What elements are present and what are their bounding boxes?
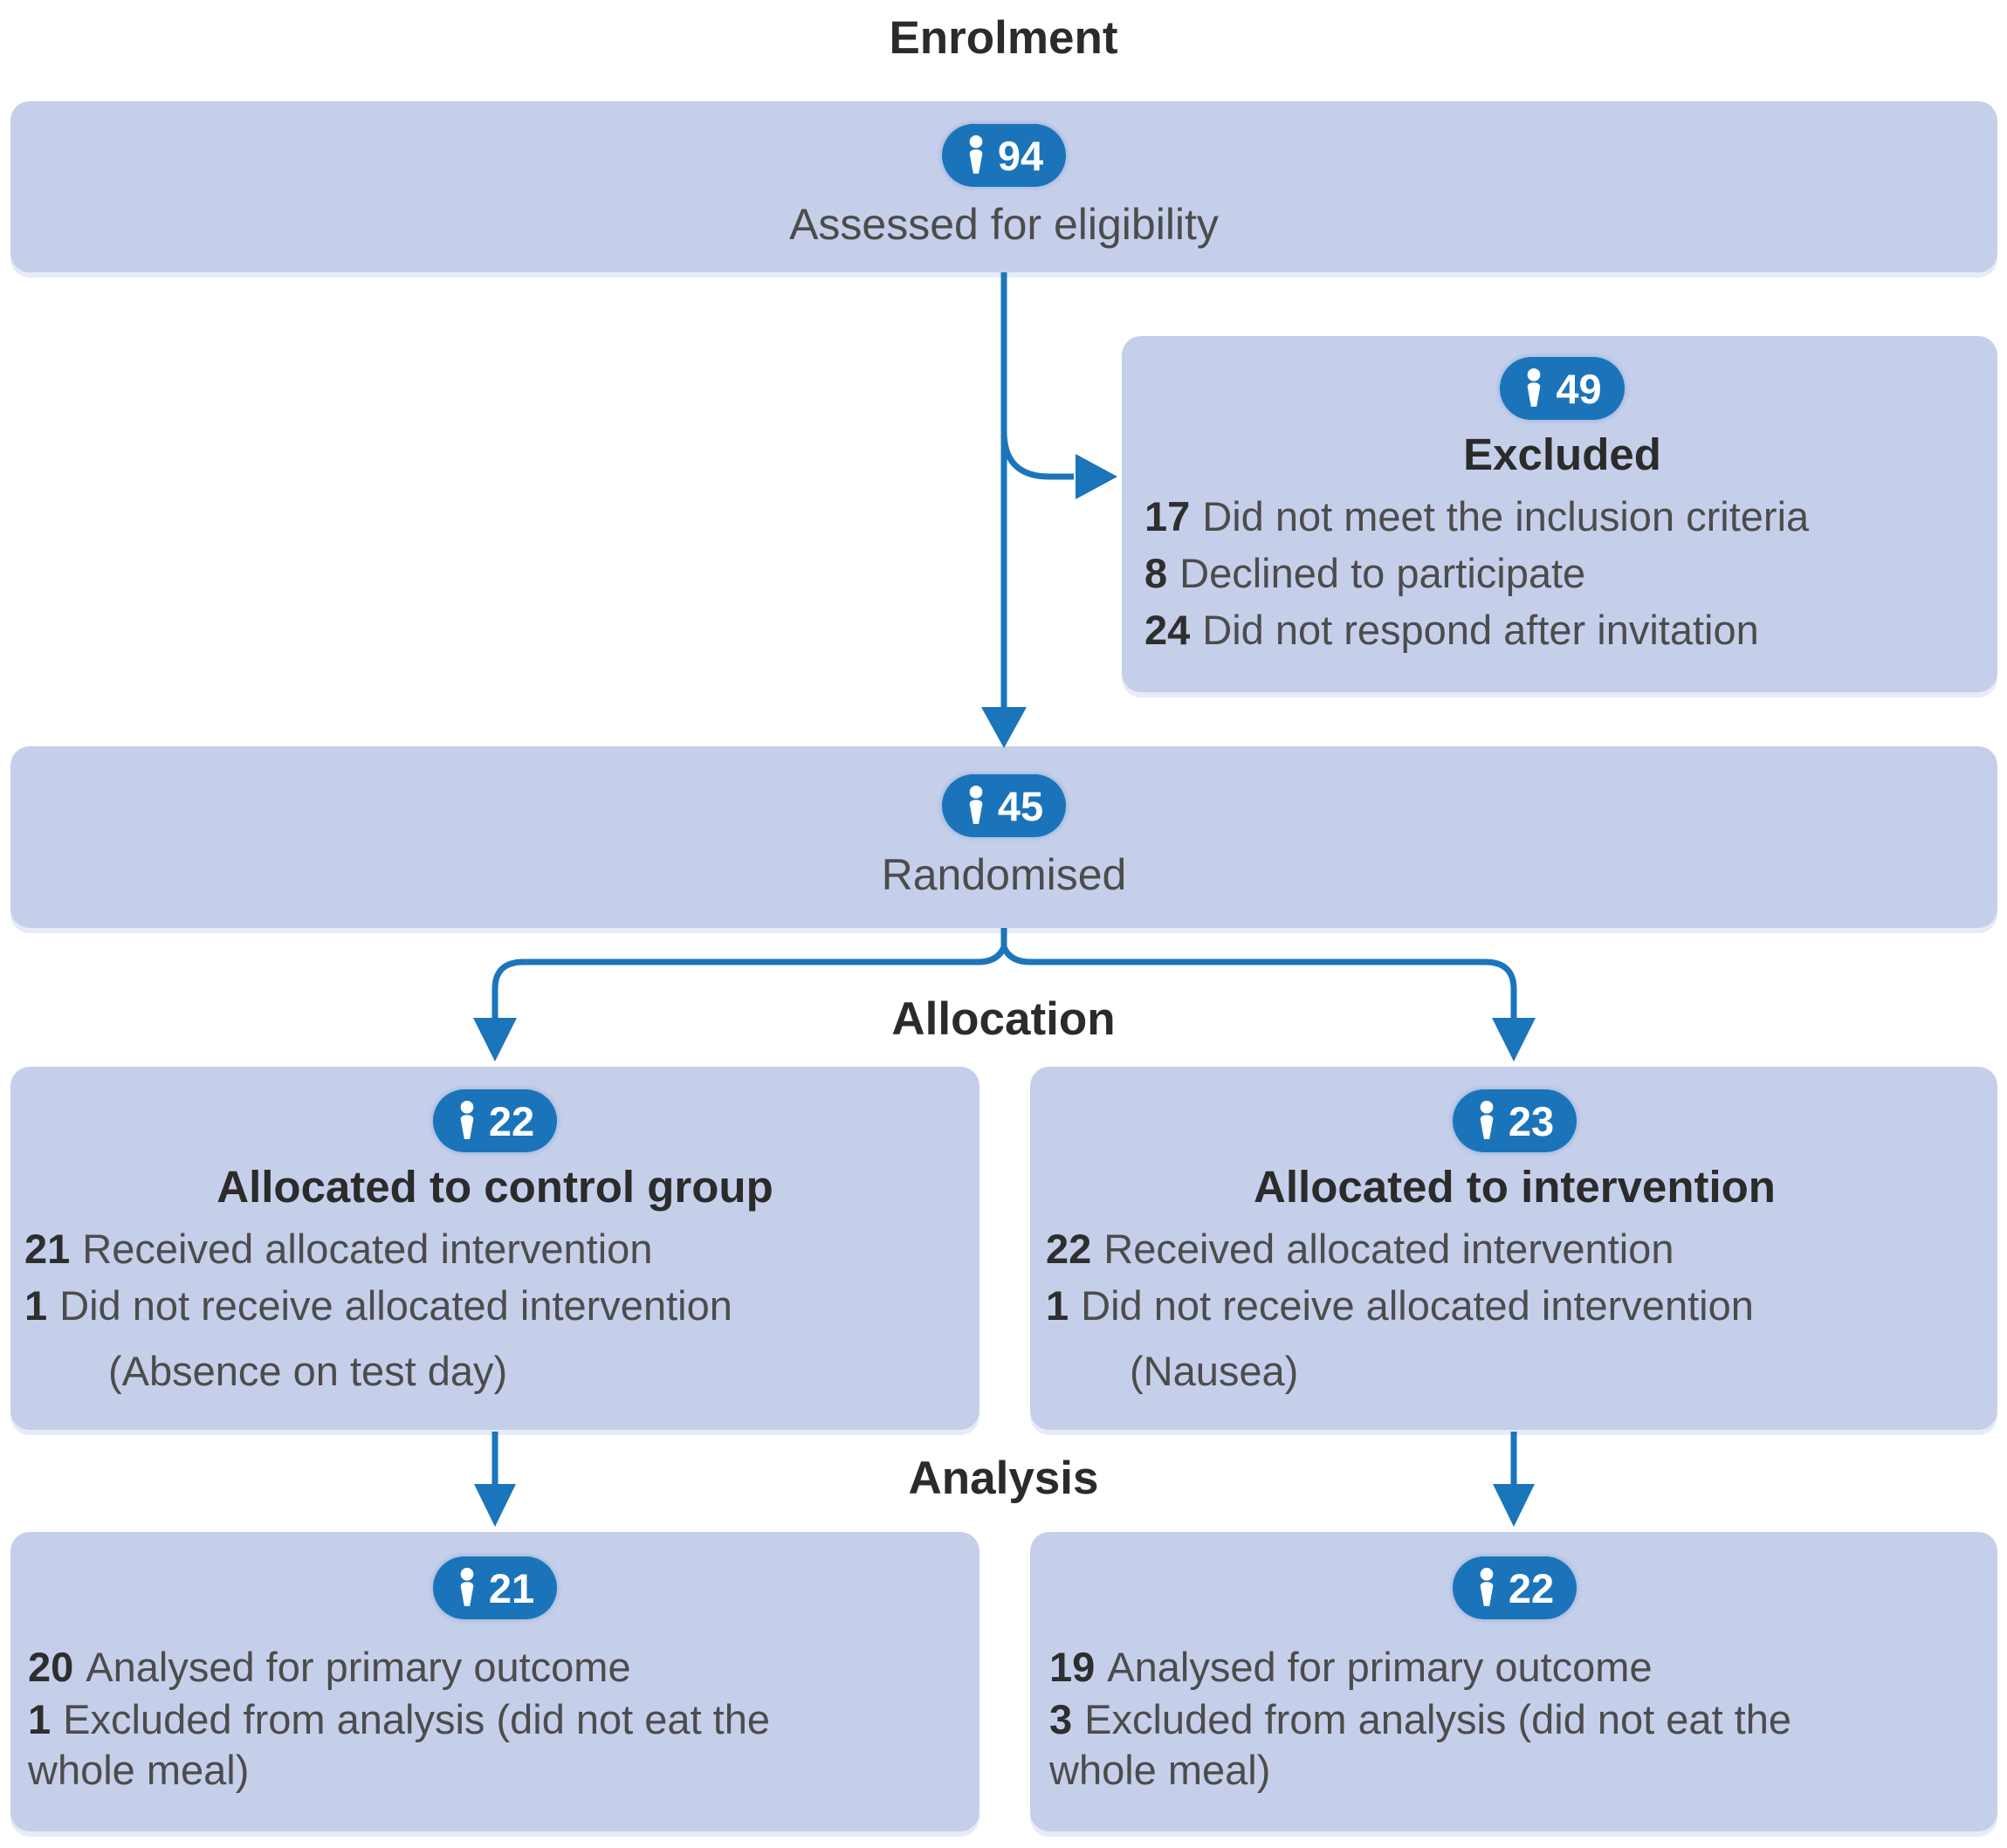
item-text: Did not receive allocated intervention [59, 1282, 732, 1329]
split-left-branch [491, 945, 1007, 1018]
item-count: 1 [24, 1282, 48, 1329]
assessed-label: Assessed for eligibility [789, 200, 1219, 249]
item-text: Did not respond after invitation [1202, 607, 1759, 653]
box-randomised: 45 Randomised [10, 746, 1997, 928]
item-text: Did not receive allocated intervention [1081, 1282, 1754, 1329]
section-heading-enrolment: Enrolment [889, 12, 1118, 64]
item-text: Received allocated intervention [82, 1226, 653, 1272]
item-count: 3 [1049, 1696, 1073, 1742]
item-text: Excluded from analysis (did not eat the … [28, 1696, 771, 1793]
item-count: 24 [1144, 607, 1191, 653]
participant-count: 21 [488, 1564, 535, 1611]
person-icon [969, 786, 983, 824]
item-count: 22 [1046, 1226, 1092, 1272]
split-right-branch [1000, 945, 1517, 1018]
person-icon [1480, 1101, 1494, 1139]
analysis-item: 20 Analysed for primary outcome [28, 1640, 849, 1694]
participant-count-badge: 21 [432, 1556, 558, 1619]
box-assessed-for-eligibility: 94 Assessed for eligibility [10, 101, 1997, 272]
arrowhead-down-intervention-analysis [1493, 1484, 1535, 1527]
arrow-branch-to-excluded [1000, 430, 1074, 480]
item-count: 20 [28, 1644, 74, 1690]
participant-count-badge: 22 [1452, 1556, 1577, 1619]
intervention-note: (Nausea) [1130, 1348, 1299, 1394]
arrowhead-down-intervention [1492, 1018, 1536, 1061]
item-count: 21 [24, 1226, 71, 1272]
excluded-title: Excluded [1463, 429, 1661, 479]
participant-count: 23 [1508, 1097, 1555, 1144]
item-count: 17 [1144, 493, 1191, 539]
section-heading-allocation: Allocation [891, 993, 1116, 1045]
arrowhead-right-excluded [1076, 454, 1117, 499]
control-title: Allocated to control group [217, 1162, 773, 1212]
item-count: 8 [1144, 550, 1168, 596]
section-heading-analysis: Analysis [908, 1453, 1099, 1504]
participant-count: 94 [997, 132, 1044, 179]
item-text: Received allocated intervention [1103, 1226, 1674, 1272]
participant-count: 49 [1556, 365, 1602, 412]
item-text: Analysed for primary outcome [86, 1644, 631, 1690]
arrowhead-down-control [473, 1018, 517, 1061]
participant-count-badge: 22 [432, 1089, 558, 1152]
participant-count-badge: 23 [1452, 1089, 1577, 1152]
item-text: Declined to participate [1179, 550, 1586, 596]
participant-count-badge: 49 [1500, 357, 1625, 420]
person-icon [460, 1568, 474, 1606]
participant-count-badge: 45 [941, 774, 1067, 837]
randomised-label: Randomised [881, 850, 1127, 899]
item-text: Excluded from analysis (did not eat the … [1049, 1696, 1792, 1793]
item-count: 1 [1046, 1282, 1069, 1329]
arrowhead-down-randomised [981, 707, 1027, 748]
person-icon [1528, 368, 1541, 407]
participant-count-badge: 94 [941, 124, 1067, 187]
item-text: Analysed for primary outcome [1107, 1644, 1653, 1690]
item-count: 19 [1049, 1644, 1096, 1690]
person-icon [1480, 1568, 1494, 1606]
control-note: (Absence on test day) [108, 1348, 508, 1394]
item-text: Did not meet the inclusion criteria [1202, 493, 1810, 539]
person-icon [460, 1101, 474, 1139]
person-icon [969, 135, 983, 174]
arrowhead-down-control-analysis [474, 1484, 516, 1527]
item-count: 1 [28, 1696, 52, 1742]
intervention-title: Allocated to intervention [1254, 1162, 1776, 1212]
participant-count: 22 [1508, 1564, 1555, 1611]
allocation-item: 1 Did not receive allocated intervention [1046, 1277, 1983, 1334]
participant-count: 22 [488, 1097, 535, 1144]
participant-count: 45 [997, 782, 1044, 829]
